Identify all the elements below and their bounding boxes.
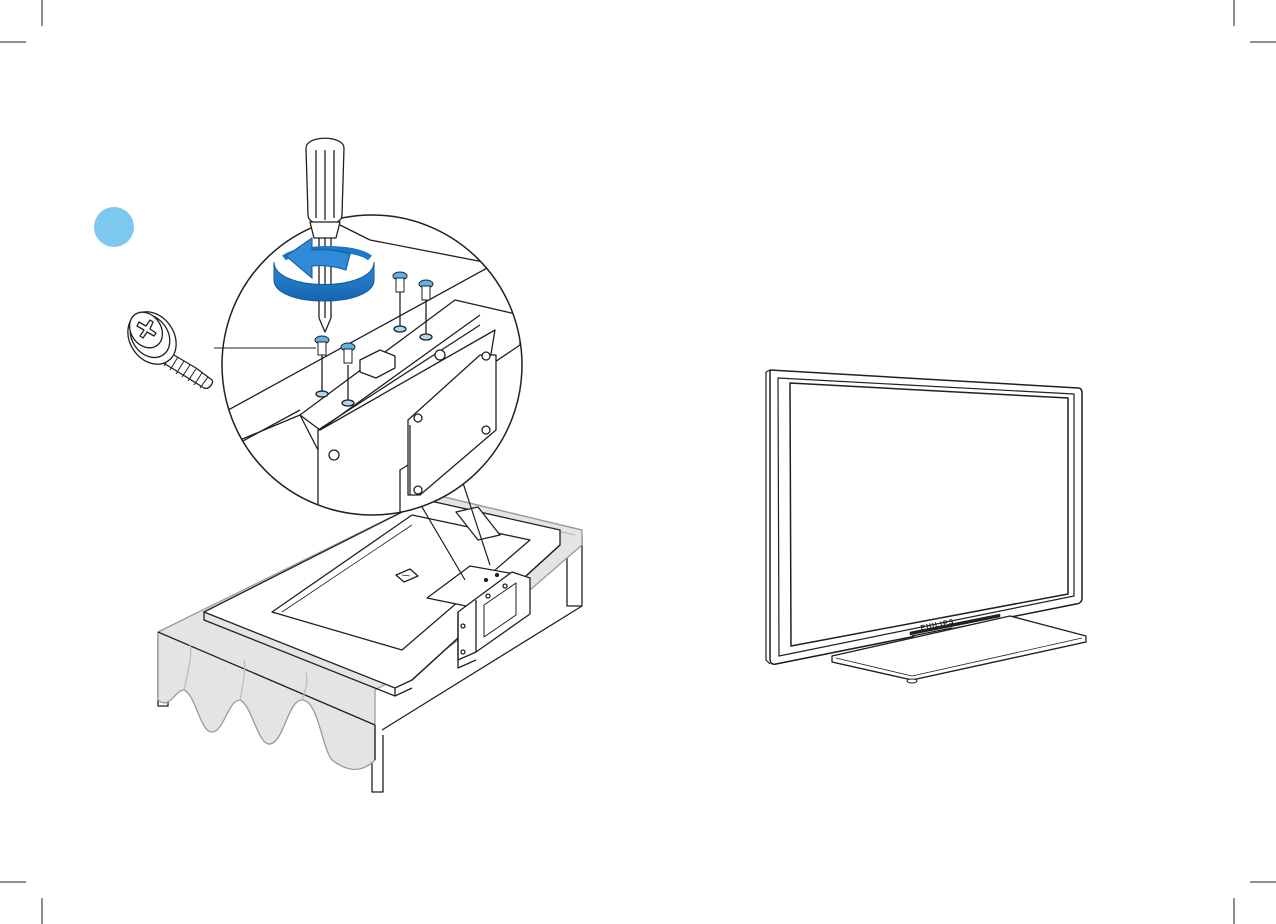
zoom-detail (210, 215, 525, 520)
screw-detail-icon (118, 302, 212, 388)
step-circle-icon (94, 207, 134, 247)
tv-front-icon (766, 370, 1086, 683)
